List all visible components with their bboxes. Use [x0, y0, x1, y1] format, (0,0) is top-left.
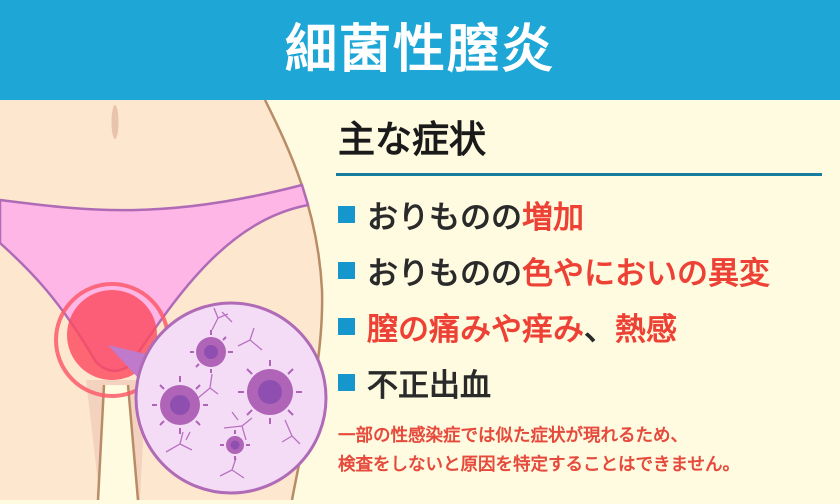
symptom-item: 膣の痛みや痒み、熱感	[336, 298, 770, 354]
torso-illustration	[0, 99, 340, 501]
square-bullet-icon	[338, 205, 355, 223]
symptom-item: おりものの色やにおいの異変	[336, 242, 770, 298]
section-title: 主な症状	[338, 118, 486, 161]
symptom-item: おりものの増加	[336, 186, 770, 242]
symptom-text: おりものの	[367, 199, 522, 236]
footnote-line: 検査をしないと原因を特定することはできません。	[338, 455, 740, 475]
symptom-separator: 、	[584, 311, 615, 348]
navel-icon	[111, 105, 119, 139]
square-bullet-icon	[338, 317, 355, 335]
footnote-line: 一部の性感染症では似た症状が現れるため、	[338, 426, 688, 446]
page-title: 細菌性膣炎	[284, 20, 555, 80]
symptom-highlight: 増加	[522, 199, 584, 236]
symptom-highlight: 熱感	[615, 311, 677, 348]
symptom-item: 不正出血	[336, 354, 770, 410]
symptom-text: おりものの	[367, 255, 522, 292]
title-underline	[336, 173, 822, 176]
symptom-highlight: 色やにおいの異変	[522, 255, 770, 292]
symptom-highlight: 膣の痛みや痒み	[367, 311, 584, 348]
bacteria-icon	[152, 330, 302, 460]
footnote: 一部の性感染症では似た症状が現れるため、 検査をしないと原因を特定することはでき…	[338, 422, 740, 480]
square-bullet-icon	[338, 261, 355, 279]
symptoms-panel: 主な症状 おりものの増加 おりものの色やにおいの異変 膣の痛みや痒み、熱感 不正…	[336, 100, 826, 500]
symptom-list: おりものの増加 おりものの色やにおいの異変 膣の痛みや痒み、熱感 不正出血	[336, 186, 770, 410]
header-banner: 細菌性膣炎	[0, 0, 840, 100]
square-bullet-icon	[338, 373, 355, 391]
symptom-text: 不正出血	[367, 367, 491, 404]
